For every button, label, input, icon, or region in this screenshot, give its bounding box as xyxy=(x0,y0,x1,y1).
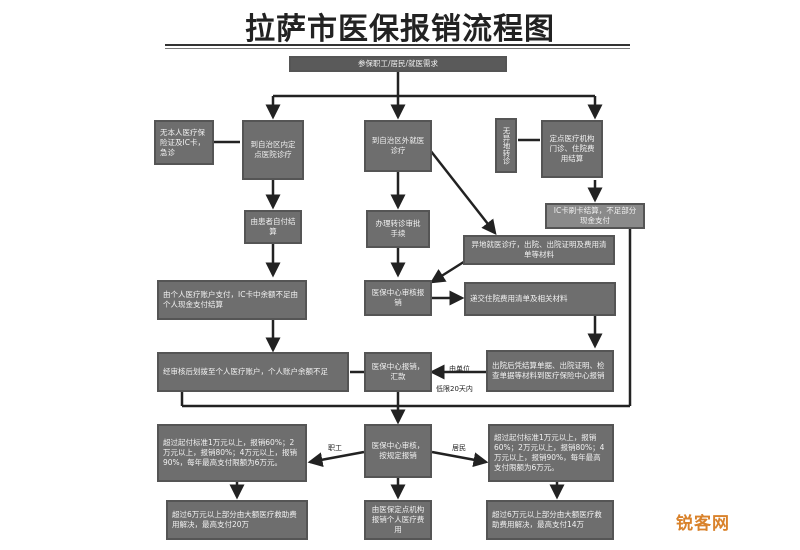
watermark-logo: 锐客网 xyxy=(676,514,730,534)
node-post-discharge: 出院后凭结算单据、出院证明、检查单据等材料到医疗保险中心报销 xyxy=(486,350,614,392)
node-resident-major-aid: 超过6万元以上部分由大额医疗救助费用解决，最高支付14万 xyxy=(486,500,614,540)
arrow-m1-rm3 xyxy=(429,149,497,235)
arrow-m5-r5 xyxy=(431,450,489,468)
node-worker-reimbursement: 超过起付标准1万元以上，报销60%；2万元以上，报销80%；4万元以上，报销90… xyxy=(157,424,307,482)
node-insurance-remit: 医保中心报销，汇款 xyxy=(364,352,432,392)
node-account-transfer: 经审核后划拨至个人医疗账户，个人账户余额不足 xyxy=(157,352,349,392)
title-underline-thin xyxy=(165,48,630,49)
node-personal-account: 由个人医疗账户支付，IC卡中余额不足由个人现金支付结算 xyxy=(157,280,307,320)
node-insured-start: 参保职工/居民/就医需求 xyxy=(289,56,507,72)
node-remote-treatment: 异地就医诊疗，出院、出院证明及费用清单等材料 xyxy=(463,235,615,265)
node-outside-region: 到自治区外就医诊疗 xyxy=(364,120,432,172)
node-insurance-verify: 医保中心审核，按规定报销 xyxy=(364,424,432,478)
node-referral-approval: 办理转诊审批手续 xyxy=(366,210,430,248)
edge-label-unit: 由单位 xyxy=(449,365,470,373)
edge-label-resident: 居民 xyxy=(452,444,466,452)
node-designated-clinic: 定点医疗机构门诊、住院费用结算 xyxy=(541,120,603,178)
node-submit-materials: 递交住院费用清单及相关材料 xyxy=(464,282,616,316)
page-title: 拉萨市医保报销流程图 xyxy=(245,12,555,47)
node-no-card-emergency: 无本人医疗保险证及IC卡，急诊 xyxy=(154,120,214,165)
node-no-referral: 无异地转诊 xyxy=(495,118,517,173)
node-local-hospital: 到自治区内定点医院诊疗 xyxy=(242,120,304,180)
arrow-m5-l5 xyxy=(307,450,365,468)
node-self-pay: 由患者自付结算 xyxy=(244,210,302,244)
edge-label-20days: 低限20天内 xyxy=(436,385,473,393)
node-ic-card-settle: IC卡刷卡结算，不足部分现金支付 xyxy=(545,203,645,229)
node-worker-major-aid: 超过6万元以上部分由大额医疗救助费用解决，最高支付20万 xyxy=(166,500,308,540)
node-resident-reimbursement: 超过起付标准1万元以上，报销60%；2万元以上，报销80%；4万元以上，报销90… xyxy=(488,424,614,482)
node-insurance-review: 医保中心审核报销 xyxy=(364,280,432,316)
node-designated-reimburse: 由医保定点机构报销个人医疗费用 xyxy=(364,500,432,540)
edge-label-worker: 职工 xyxy=(328,444,342,452)
title-underline xyxy=(165,44,630,46)
